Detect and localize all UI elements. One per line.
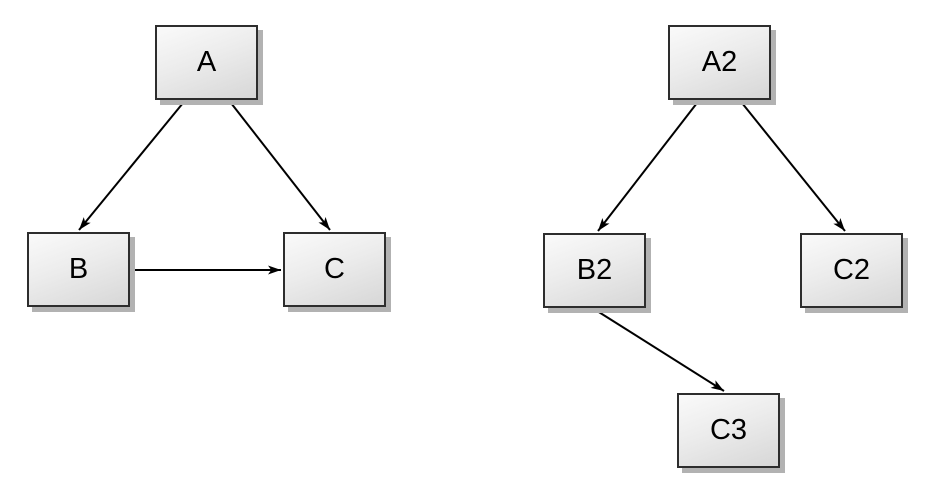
edge-a-c: [230, 102, 331, 231]
edge-a2-c2: [741, 102, 846, 232]
node-c[interactable]: C: [283, 232, 386, 307]
node-c3[interactable]: C3: [677, 393, 780, 468]
node-b2-label: B2: [576, 254, 613, 286]
node-b[interactable]: B: [27, 232, 130, 307]
node-a2-label: A2: [701, 46, 738, 78]
node-c-label: C: [324, 253, 345, 285]
edge-a-b: [78, 102, 184, 231]
node-c2-label: C2: [832, 254, 871, 286]
node-a[interactable]: A: [155, 25, 258, 100]
node-a-label: A: [196, 46, 217, 78]
node-c3-label: C3: [709, 414, 748, 446]
edge-b2-c3: [593, 308, 725, 392]
node-b-label: B: [68, 253, 89, 285]
edge-a2-b2: [597, 102, 698, 232]
node-b2[interactable]: B2: [543, 233, 646, 308]
node-a2[interactable]: A2: [668, 25, 771, 100]
node-c2[interactable]: C2: [800, 233, 903, 308]
